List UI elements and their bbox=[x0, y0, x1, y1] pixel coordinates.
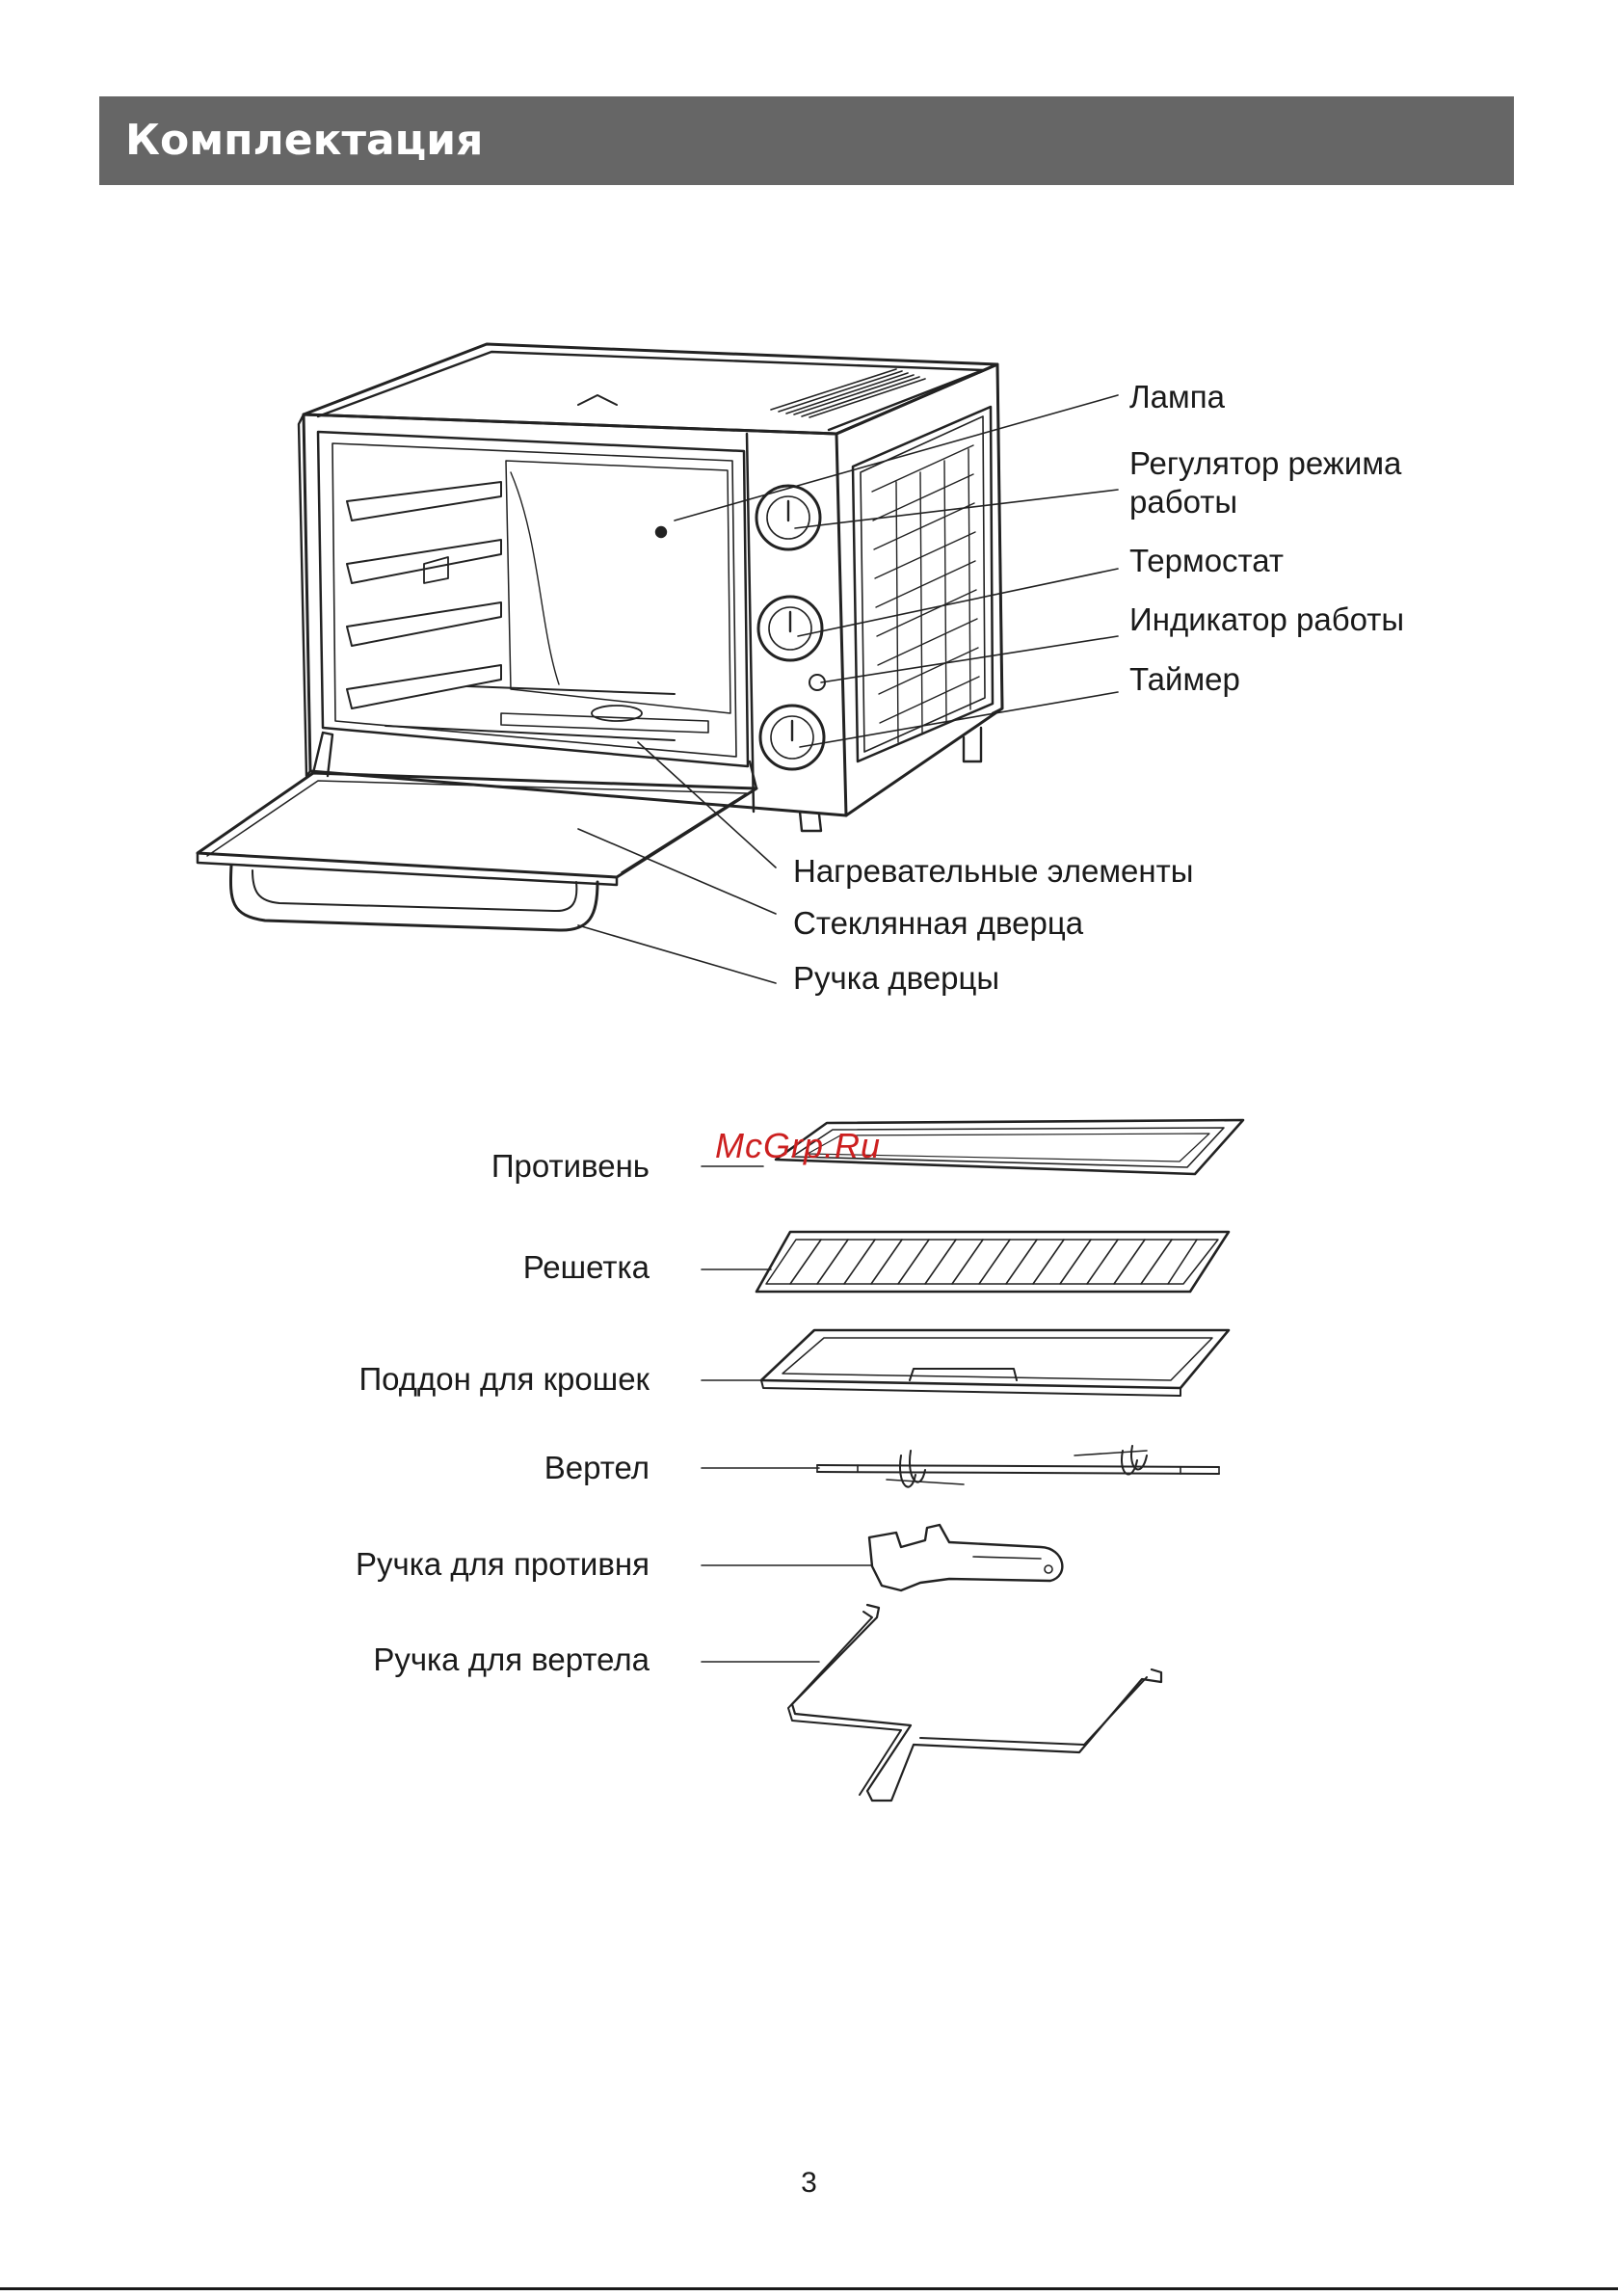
label-glass-door: Стеклянная дверца bbox=[793, 904, 1083, 943]
label-power-indicator: Индикатор работы bbox=[1129, 601, 1404, 639]
label-spit-handle: Ручка для вертела bbox=[264, 1641, 650, 1679]
label-thermostat: Термостат bbox=[1129, 542, 1284, 580]
label-heating-elements: Нагревательные элементы bbox=[793, 852, 1193, 891]
label-lamp: Лампа bbox=[1129, 378, 1225, 416]
bottom-rule bbox=[0, 2287, 1618, 2290]
label-rotisserie-spit: Вертел bbox=[264, 1449, 650, 1487]
label-baking-tray: Противень bbox=[264, 1147, 650, 1186]
label-grill-rack: Решетка bbox=[264, 1248, 650, 1287]
label-tray-handle: Ручка для противня bbox=[264, 1545, 650, 1584]
page-number: 3 bbox=[0, 2167, 1618, 2200]
label-door-handle: Ручка дверцы bbox=[793, 959, 999, 998]
label-mode-selector-line1: Регулятор режима bbox=[1129, 444, 1401, 483]
label-crumb-tray: Поддон для крошек bbox=[264, 1360, 650, 1399]
watermark: McGrp.Ru bbox=[715, 1126, 881, 1166]
label-timer: Таймер bbox=[1129, 660, 1240, 699]
accessories-drawing bbox=[702, 1120, 1243, 1801]
label-mode-selector-line2: работы bbox=[1129, 483, 1237, 521]
